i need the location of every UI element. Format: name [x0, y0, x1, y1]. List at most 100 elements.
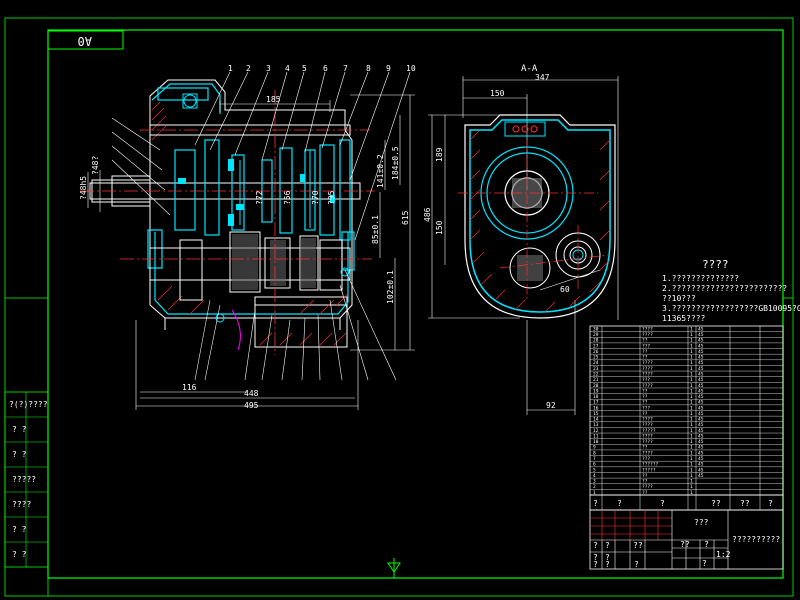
part-qty: 1	[690, 338, 693, 344]
part-name: ??	[642, 355, 648, 361]
part-name: ??	[642, 349, 648, 355]
part-qty: 1	[690, 417, 693, 423]
part-material: 45	[698, 332, 704, 338]
part-qty: 1	[690, 394, 693, 400]
part-qty: 1	[690, 428, 693, 434]
part-qty: 1	[690, 377, 693, 383]
part-material: 45	[698, 422, 704, 428]
margin-label-1: ? ?	[12, 425, 27, 434]
part-number: 6	[593, 462, 596, 468]
parts-header-no: ?	[593, 499, 598, 508]
part-qty: 1	[690, 467, 693, 473]
balloon: 6	[323, 64, 328, 73]
part-name: ????	[642, 484, 653, 490]
part-material: 45	[698, 360, 704, 366]
part-name: ???	[642, 405, 650, 411]
section-label: A-A	[521, 64, 538, 74]
dim-left-d2: ?48?	[91, 156, 100, 175]
part-qty: 1	[690, 349, 693, 355]
balloon: 5	[302, 64, 307, 73]
title-cell: ?	[634, 560, 639, 569]
title-cell: ?	[605, 541, 610, 550]
title-cell: ?	[702, 559, 707, 568]
parts-header-code: ?	[617, 499, 622, 508]
aa-dim-92: 92	[546, 401, 556, 410]
parts-row: 3??1	[593, 479, 693, 485]
dim-gear-d3: ?70	[311, 190, 320, 205]
main-dimension-lines	[87, 94, 415, 410]
note-line-2: 2.????????????????????????	[662, 284, 787, 293]
part-material: 45	[698, 462, 704, 468]
part-qty: 1	[690, 450, 693, 456]
margin-label-5: ? ?	[12, 525, 27, 534]
part-name: ??	[642, 473, 648, 479]
part-name: ????	[642, 422, 653, 428]
balloon: 8	[366, 64, 371, 73]
part-qty: 1	[690, 383, 693, 389]
part-name: ??	[642, 445, 648, 451]
part-number: 23	[593, 366, 599, 372]
sheet-size-tag: A0	[47, 30, 124, 50]
part-number: 5	[593, 467, 596, 473]
part-material: 45	[698, 383, 704, 389]
dim-top-width: 185	[266, 95, 281, 104]
centerlines	[80, 90, 375, 355]
parts-header-name: ?	[660, 499, 665, 508]
title-cell: ??	[633, 541, 643, 550]
part-qty: 1	[690, 484, 693, 490]
margin-label-2: ? ?	[12, 450, 27, 459]
part-name: ???	[642, 377, 650, 383]
part-number: 10	[593, 439, 599, 445]
part-number: 14	[593, 417, 599, 423]
balloon: 10	[406, 64, 416, 73]
aa-dim-60: 60	[560, 285, 570, 294]
part-qty: 1	[690, 462, 693, 468]
dim-right-v2: 141±0.2	[376, 154, 385, 188]
aa-dim-347: 347	[535, 73, 550, 82]
part-number: 26	[593, 349, 599, 355]
part-material: 45	[698, 467, 704, 473]
part-name: ??	[642, 411, 648, 417]
part-material: 45	[698, 445, 704, 451]
part-name: ??	[642, 338, 648, 344]
title-cell: ?	[704, 540, 709, 549]
part-qty: 1	[690, 439, 693, 445]
part-number: 16	[593, 405, 599, 411]
part-number: 8	[593, 450, 596, 456]
balloon: 4	[285, 64, 290, 73]
section-view-a-a: A-A 347 150 189 150 486 92 60	[423, 64, 619, 415]
part-number: 19	[593, 388, 599, 394]
title-cell: ?	[593, 541, 598, 550]
aa-dim-150-top: 150	[490, 89, 505, 98]
part-name: ????	[642, 366, 653, 372]
part-number: 15	[593, 411, 599, 417]
part-qty: 1	[690, 479, 693, 485]
part-material: 45	[698, 417, 704, 423]
part-material: 45	[698, 394, 704, 400]
part-name: ???	[642, 343, 650, 349]
title-cell: ?	[593, 553, 598, 562]
part-name: ????	[642, 417, 653, 423]
part-name: ????	[642, 433, 653, 439]
parts-header-qty: ??	[711, 499, 721, 508]
part-number: 27	[593, 343, 599, 349]
part-number: 24	[593, 360, 599, 366]
dim-bottom-448: 448	[244, 389, 259, 398]
balloons: 1 2 3 4 5 6 7 8 9 10	[228, 64, 416, 73]
part-material: 45	[698, 366, 704, 372]
part-qty: 1	[690, 422, 693, 428]
product-name: ???	[694, 518, 709, 527]
part-qty: 1	[690, 490, 693, 496]
part-name: ????	[642, 360, 653, 366]
